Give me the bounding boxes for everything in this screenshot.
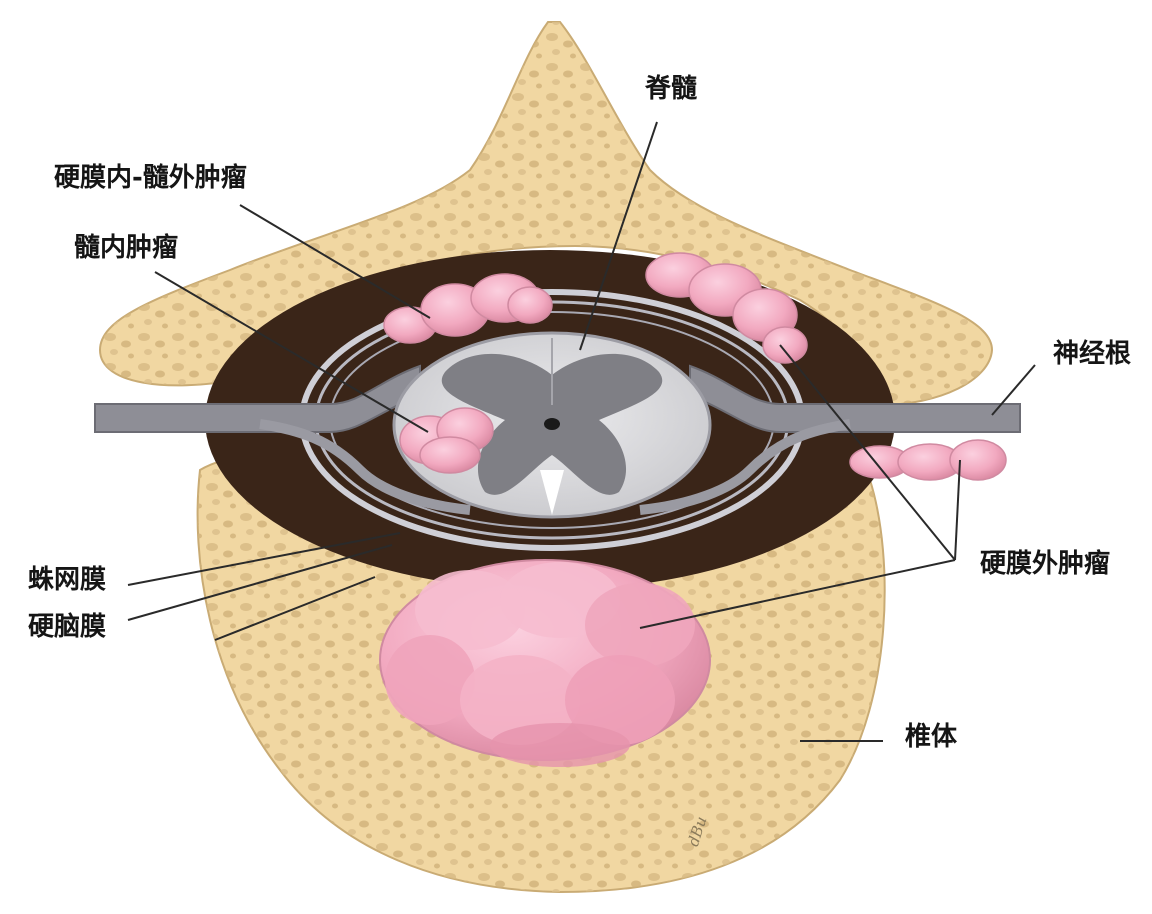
label-extradural-tumor: 硬膜外肿瘤 [980,551,1110,577]
leader-extradural-2 [955,460,960,560]
label-arachnoid: 蛛网膜 [28,567,106,593]
label-vertebral-body: 椎体 [905,724,957,750]
label-intradural-extramedullary-tumor: 硬膜内-髓外肿瘤 [54,165,247,191]
label-nerve-root: 神经根 [1053,341,1131,367]
label-dura-mater: 硬脑膜 [28,614,106,640]
label-intramedullary-tumor: 髓内肿瘤 [74,235,178,261]
label-spinal-cord: 脊髓 [645,76,697,102]
